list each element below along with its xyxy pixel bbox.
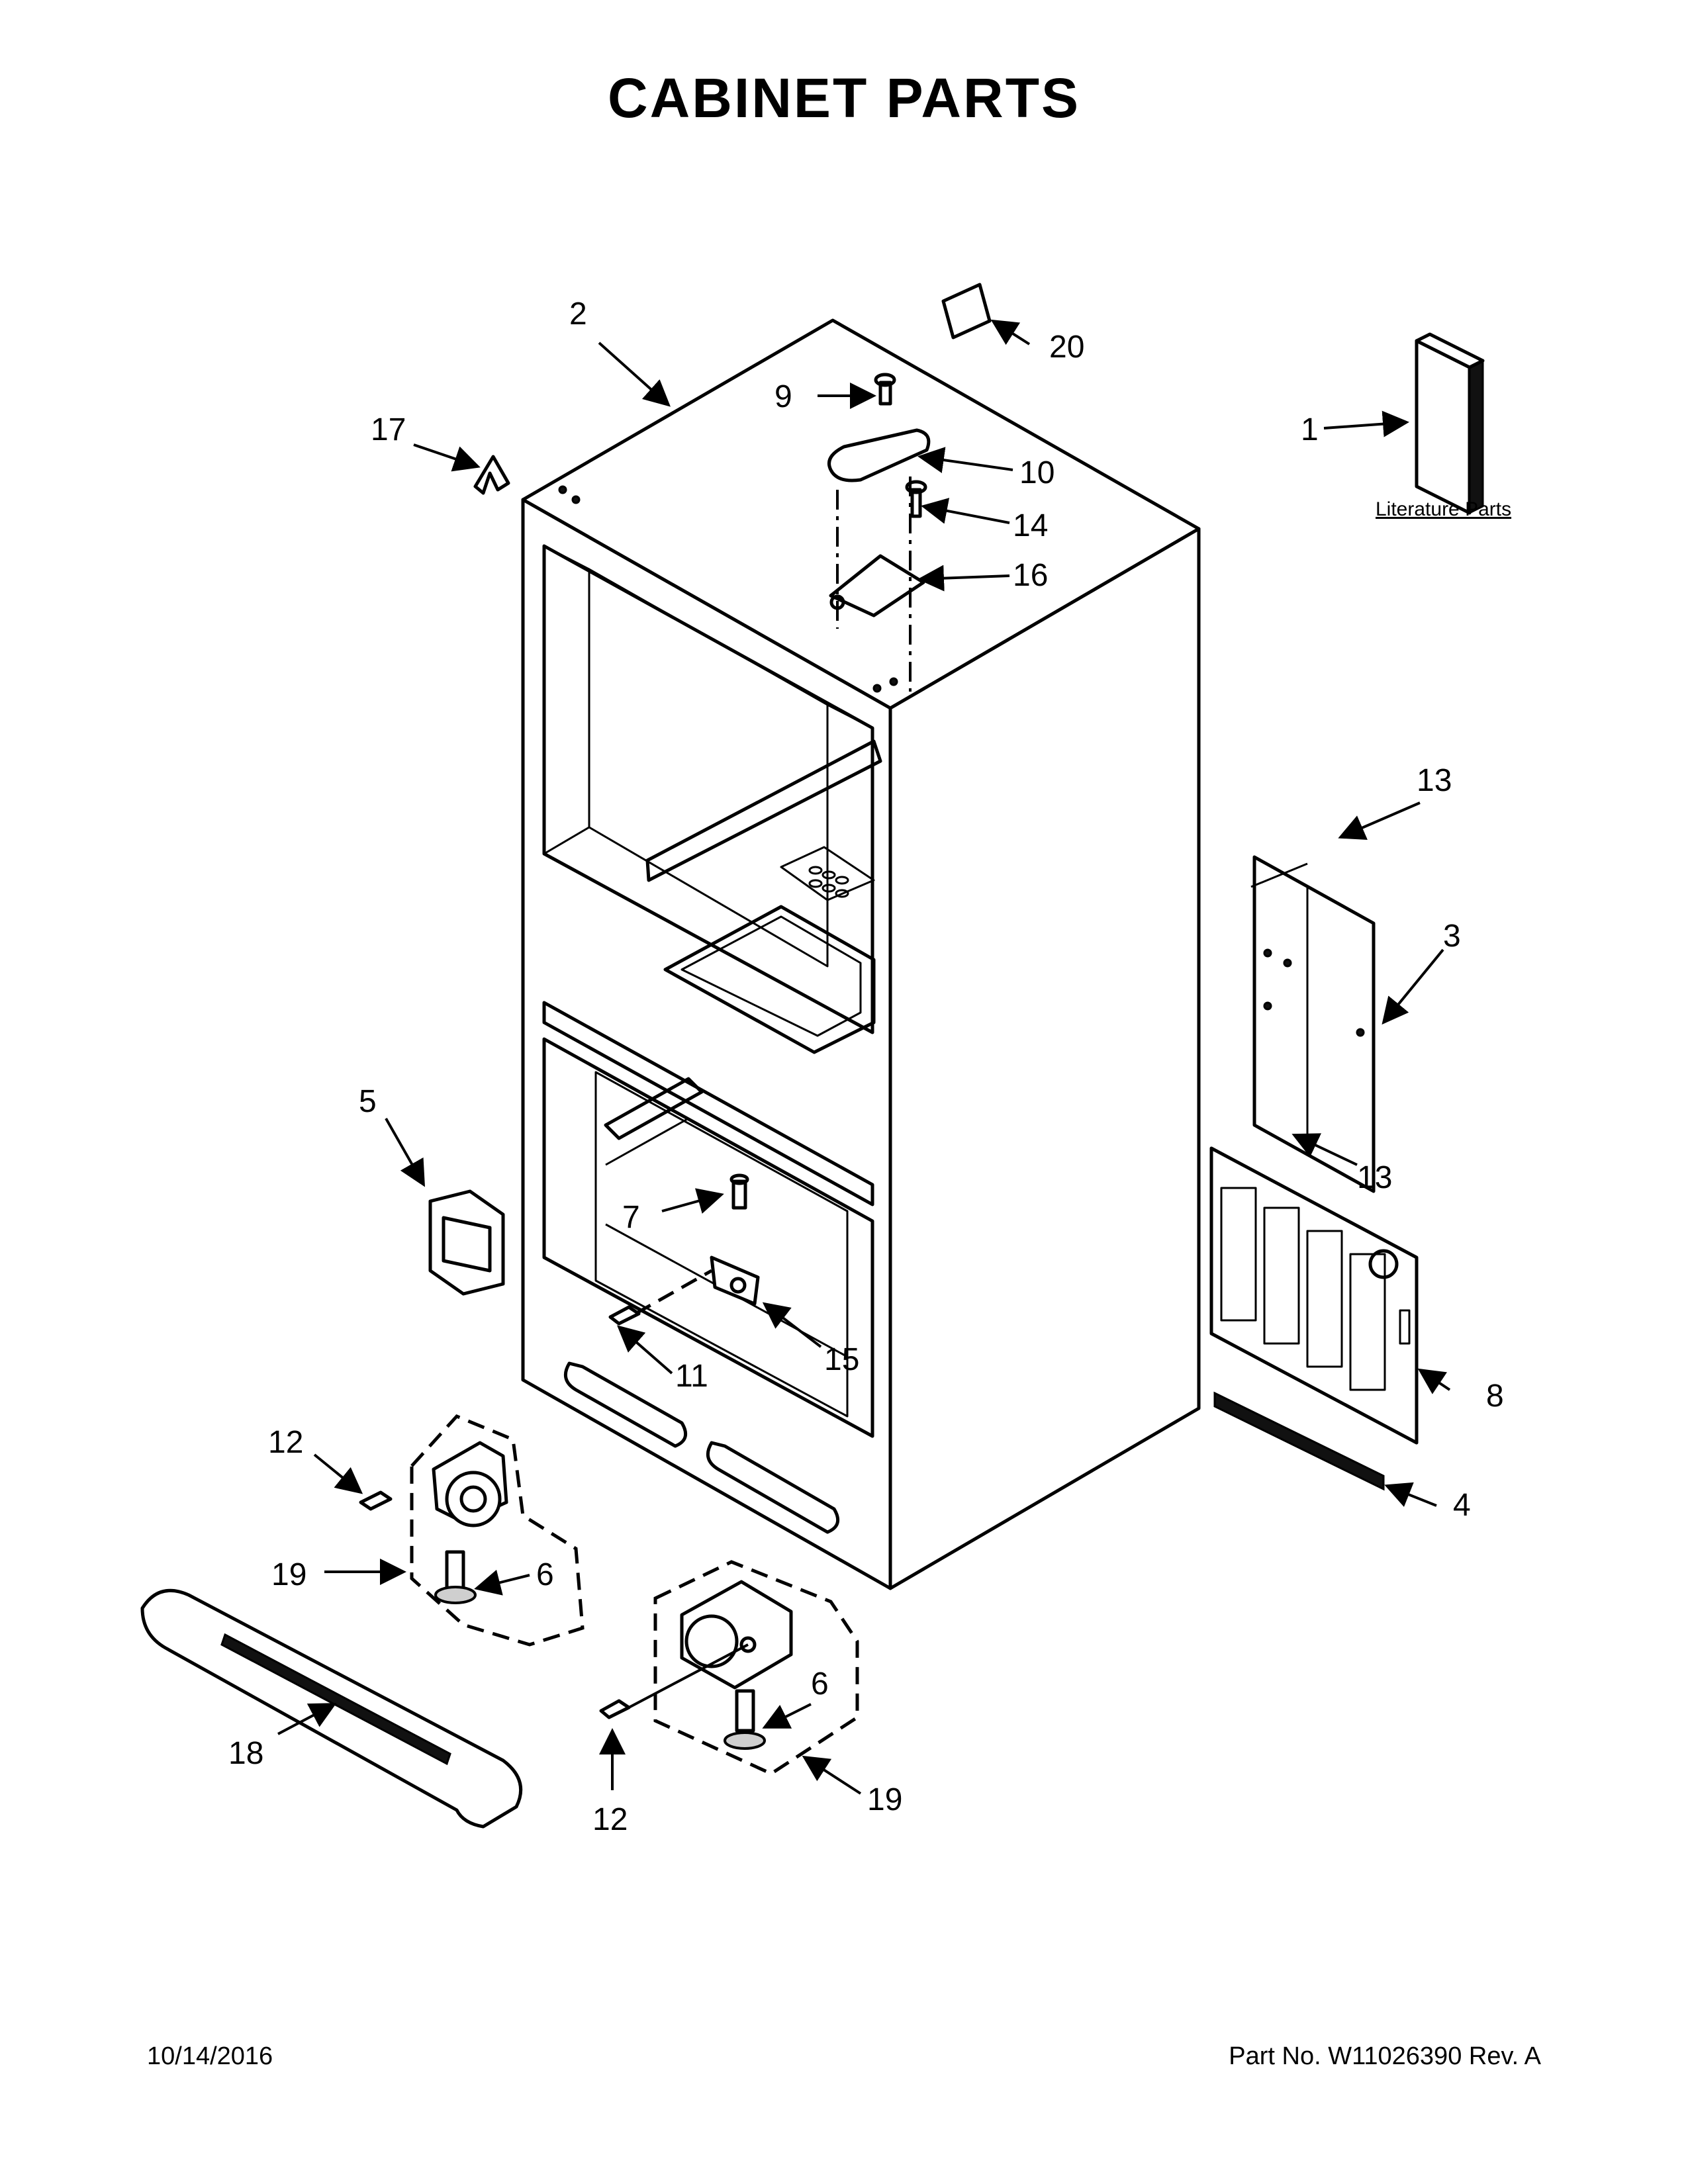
callout-12-left: 12 [268,1425,303,1460]
callout-2: 2 [569,296,587,332]
top-cover-clip [473,455,510,495]
callout-19-right: 19 [867,1782,902,1817]
top-hinge-assembly [827,373,931,692]
callout-18: 18 [228,1736,263,1771]
left-roller-assembly [359,1414,585,1647]
page-title: CABINET PARTS [607,67,1081,129]
footer-part-number: Part No. W11026390 Rev. A [1229,2042,1541,2070]
callout-6-left: 6 [536,1557,554,1592]
callout-numbers: 2 20 9 1 17 10 14 16 13 3 5 13 7 15 11 8… [228,296,1504,1837]
toe-grille [140,1588,523,1829]
compressor-grille [1209,1146,1419,1445]
callout-19-left: 19 [271,1557,306,1592]
callout-5: 5 [359,1084,377,1119]
label-plate [941,283,992,340]
callout-13-lower: 13 [1357,1160,1392,1195]
callout-7: 7 [622,1200,640,1235]
callout-11: 11 [675,1359,708,1394]
callout-10: 10 [1019,455,1055,490]
callout-17: 17 [371,412,406,447]
leader-lines [277,319,1451,1795]
cabinet-shell [521,318,1201,1590]
callout-4: 4 [1453,1488,1471,1523]
rear-panel [1250,855,1376,1193]
trim-strip [1213,1391,1385,1491]
callout-15: 15 [824,1342,859,1377]
grille-slots [1220,1187,1386,1391]
literature-book [1415,332,1485,515]
callout-8: 8 [1486,1379,1504,1414]
callout-12-right: 12 [592,1802,628,1837]
air-damper [428,1189,505,1296]
callout-9: 9 [774,379,792,414]
inner-fittings [608,1173,760,1326]
callout-13-upper: 13 [1417,763,1452,798]
right-roller-assembly [599,1560,859,1776]
footer-date: 10/14/2016 [147,2042,273,2070]
callout-16: 16 [1013,558,1048,593]
callout-3: 3 [1443,919,1461,954]
shelf-holes [808,866,849,898]
callout-20: 20 [1049,330,1084,365]
callout-6-right: 6 [811,1666,829,1702]
literature-label: Literature Parts [1376,498,1511,520]
callout-14: 14 [1013,508,1048,543]
callout-1: 1 [1301,412,1319,447]
